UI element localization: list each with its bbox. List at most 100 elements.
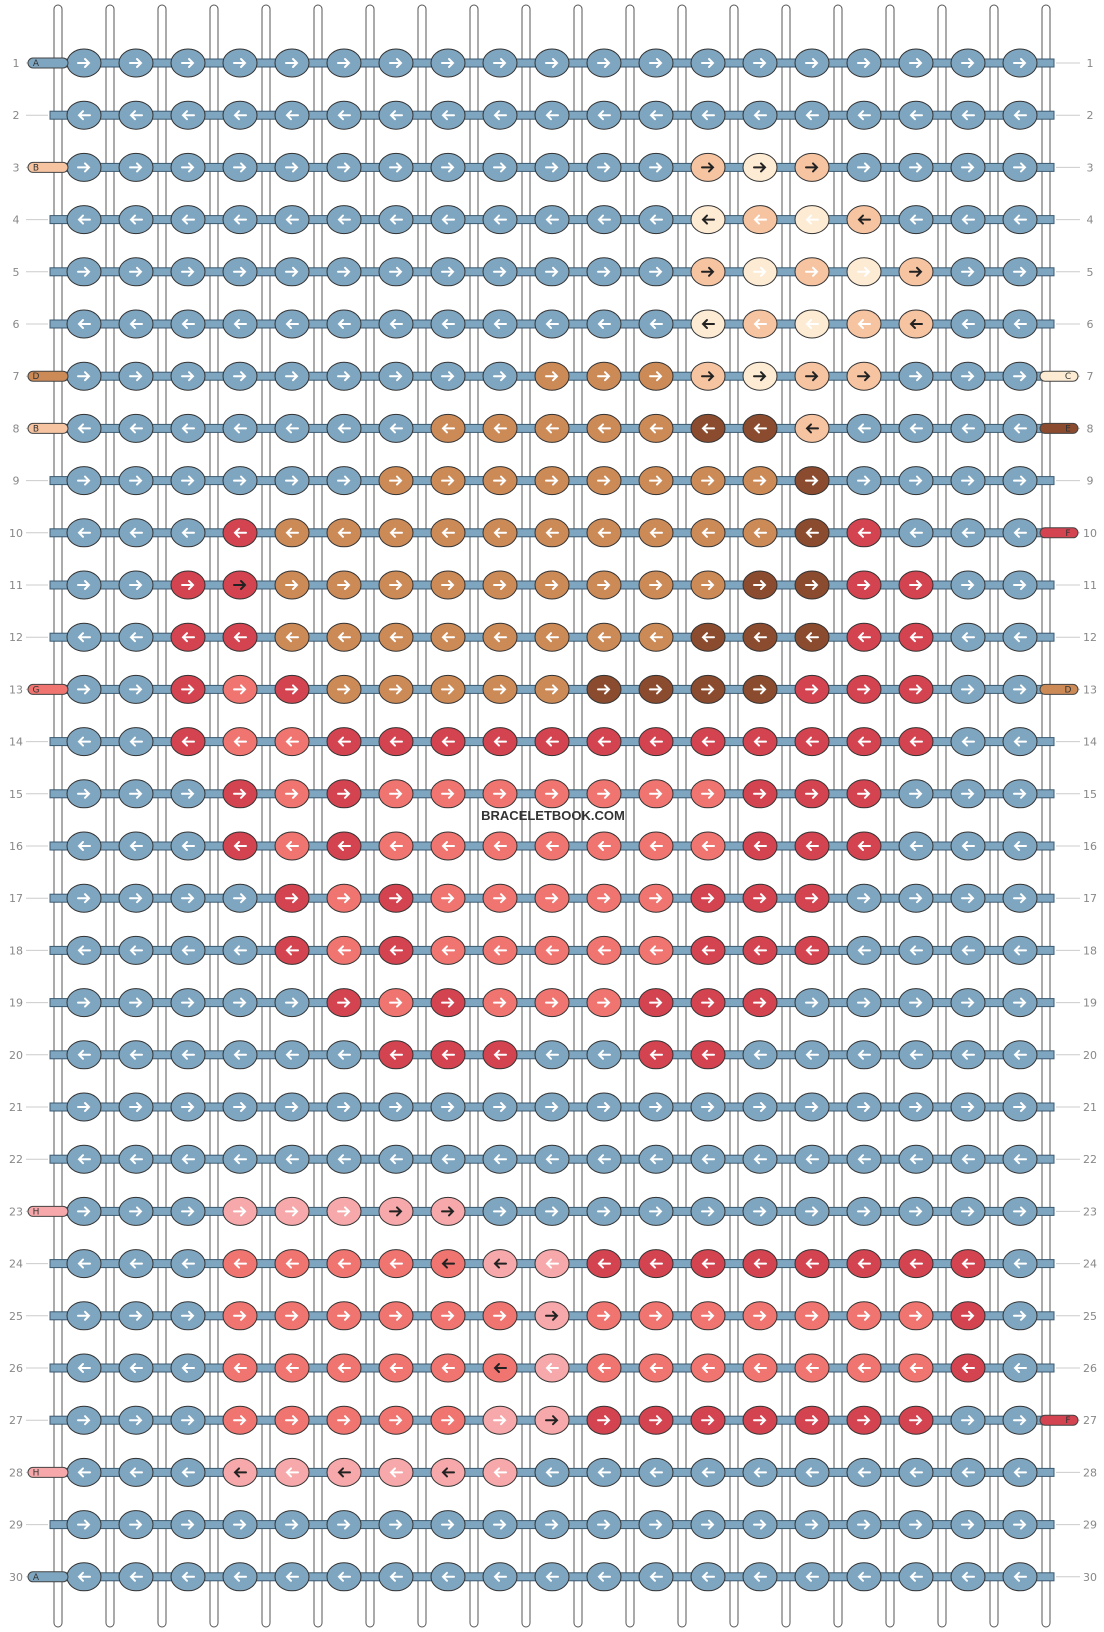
knot: [846, 622, 882, 652]
arrow-right-icon: [597, 58, 611, 68]
arrow-left-icon: [805, 1154, 819, 1165]
knot: [274, 1301, 310, 1331]
knot: [170, 1457, 206, 1487]
knot: [222, 674, 258, 704]
arrow-right-icon: [701, 266, 715, 277]
knot: [534, 1144, 570, 1174]
knot: [742, 257, 778, 287]
arrow-left-icon: [753, 945, 767, 956]
knot: [326, 883, 362, 913]
knot: [430, 831, 466, 861]
knot: [690, 831, 726, 861]
arrow-right-icon: [597, 997, 611, 1008]
arrow-left-icon: [961, 945, 975, 956]
knot: [170, 413, 206, 443]
knot: [170, 674, 206, 704]
arrow-left-icon: [753, 1049, 767, 1060]
arrow-right-icon: [285, 788, 299, 799]
knot: [274, 935, 310, 965]
arrow-right-icon: [181, 1415, 195, 1426]
arrow-right-icon: [181, 162, 195, 173]
arrow-left-icon: [857, 1467, 871, 1478]
knot: [378, 883, 414, 913]
arrow-left-icon: [181, 1467, 195, 1478]
arrow-left-icon: [909, 1467, 923, 1478]
arrow-left-icon: [545, 527, 559, 538]
arrow-right-icon: [1013, 1102, 1027, 1112]
knot: [846, 1301, 882, 1331]
knot: [482, 831, 518, 861]
arrow-left-icon: [77, 527, 91, 538]
knot: [326, 1405, 362, 1435]
arrow-right-icon: [337, 1102, 351, 1112]
arrow-left-icon: [909, 1571, 923, 1582]
knot: [638, 309, 674, 339]
arrow-right-icon: [77, 1310, 91, 1321]
knot: [794, 361, 830, 391]
arrow-left-icon: [233, 1363, 247, 1373]
knot: [742, 831, 778, 861]
arrow-right-icon: [545, 58, 559, 68]
knot: [950, 309, 986, 339]
arrow-right-icon: [337, 475, 351, 486]
arrow-left-icon: [441, 319, 455, 329]
knot: [638, 1040, 674, 1070]
arrow-right-icon: [909, 371, 923, 382]
arrow-left-icon: [441, 527, 455, 538]
arrow-left-icon: [77, 1258, 91, 1269]
knot: [378, 831, 414, 861]
arrow-right-icon: [701, 1310, 715, 1321]
knot: [690, 988, 726, 1018]
knot: [898, 1562, 934, 1592]
knot: [638, 1457, 674, 1487]
knot: [794, 622, 830, 652]
arrow-left-icon: [493, 1258, 507, 1269]
knot: [534, 1353, 570, 1383]
knot: [118, 988, 154, 1018]
arrow-left-icon: [649, 945, 663, 956]
arrow-right-icon: [1013, 58, 1027, 68]
knot: [950, 831, 986, 861]
arrow-left-icon: [909, 214, 923, 225]
arrow-right-icon: [857, 997, 871, 1008]
knot: [742, 309, 778, 339]
knot: [794, 466, 830, 496]
knot: [534, 1301, 570, 1331]
knot: [1002, 413, 1038, 443]
knot: [794, 413, 830, 443]
arrow-right-icon: [805, 788, 819, 799]
knot: [794, 1040, 830, 1070]
knot: [742, 1562, 778, 1592]
svg-text:E: E: [1065, 424, 1071, 434]
arrow-left-icon: [285, 632, 299, 643]
knot: [534, 622, 570, 652]
knot: [794, 1144, 830, 1174]
left-string-B: B: [27, 422, 69, 434]
arrow-left-icon: [337, 1363, 351, 1373]
knot: [534, 883, 570, 913]
arrow-left-icon: [337, 1154, 351, 1165]
arrow-left-icon: [493, 1363, 507, 1373]
vertical-string: [313, 4, 323, 1628]
arrow-right-icon: [701, 997, 715, 1008]
arrow-left-icon: [1013, 736, 1027, 747]
knot: [378, 1562, 414, 1592]
left-string-A: A: [27, 1571, 69, 1583]
arrow-right-icon: [129, 371, 143, 382]
knot: [794, 1353, 830, 1383]
knot: [846, 1562, 882, 1592]
knot: [482, 361, 518, 391]
row-number-right: 10: [1083, 527, 1097, 540]
arrow-right-icon: [545, 1102, 559, 1112]
arrow-right-icon: [701, 371, 715, 382]
row-number-right: 1: [1087, 57, 1094, 70]
arrow-right-icon: [805, 475, 819, 486]
knot: [690, 1249, 726, 1279]
arrow-left-icon: [649, 1154, 663, 1165]
arrow-left-icon: [337, 1571, 351, 1582]
arrow-right-icon: [285, 475, 299, 486]
arrow-left-icon: [1013, 841, 1027, 851]
knot: [66, 674, 102, 704]
arrow-left-icon: [1013, 423, 1027, 434]
knot: [690, 1510, 726, 1540]
